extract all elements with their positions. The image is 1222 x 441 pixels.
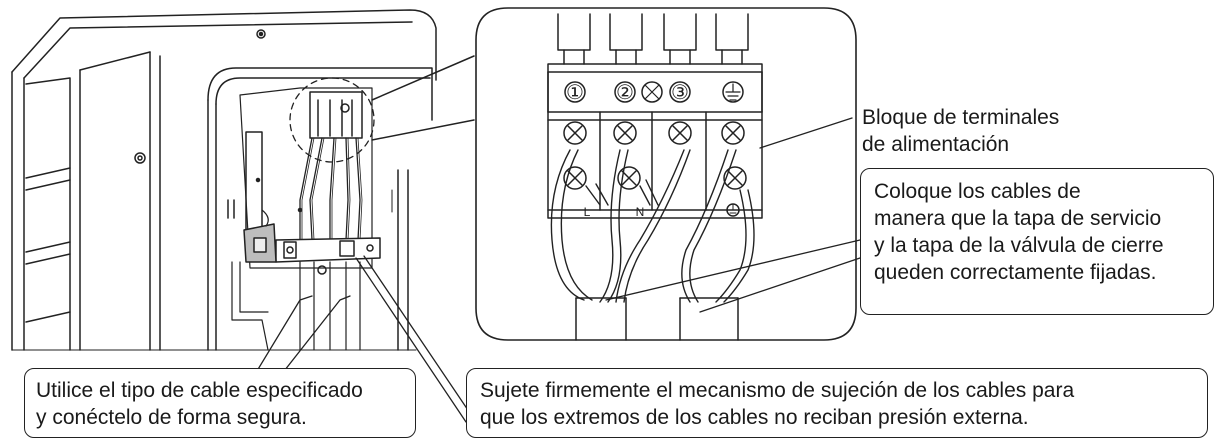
terminal-screws [563,121,747,190]
terminal-L-label: L [584,205,591,219]
terminal-1-label: ① [566,82,584,104]
terminal-3-marker [669,81,691,103]
outdoor-unit-illustration [11,9,475,351]
terminal-2-label: ② [616,82,634,104]
cable-placement-callout [860,168,1214,315]
cable-placement-line3: y la tapa de la válvula de cierre [874,234,1164,257]
cable-clamp-line2: que los extremos de los cables no reciba… [480,406,1029,429]
ground-bottom-icon [726,203,740,217]
cable-placement-text: Coloque los cables de manera que la tapa… [874,178,1164,286]
detail-view-frame [475,7,857,341]
power-wires [550,149,755,303]
cable-type-callout [24,368,416,438]
terminal-block-label-line1: Bloque de terminales [862,106,1060,129]
cable-clamp-callout [466,368,1208,438]
cable-clamp-text: Sujete firmemente el mecanismo de sujeci… [480,377,1074,431]
terminal-N-label: N [636,205,645,219]
cable-type-text: Utilice el tipo de cable especificado y … [36,377,363,431]
terminal-2-marker [614,81,636,103]
cable-placement-line4: queden correctamente fijadas. [874,261,1157,284]
cable-type-line2: y conéctelo de forma segura. [36,406,307,429]
cable-placement-line1: Coloque los cables de [874,180,1081,203]
cable-sheaths [575,297,739,341]
cable-type-line1: Utilice el tipo de cable especificado [36,379,363,402]
terminal-1-marker [564,81,586,103]
cable-clamp-line1: Sujete firmemente el mecanismo de sujeci… [480,379,1075,402]
terminal-block-label: Bloque de terminales de alimentación [862,104,1059,158]
terminal-connectors [557,13,749,65]
terminal-3-label: ③ [671,82,689,104]
cable-placement-line2: manera que la tapa de servicio [874,207,1162,230]
middle-screw-icon [641,81,663,103]
terminal-block-label-line2: de alimentación [862,133,1010,156]
ground-icon [722,81,744,103]
